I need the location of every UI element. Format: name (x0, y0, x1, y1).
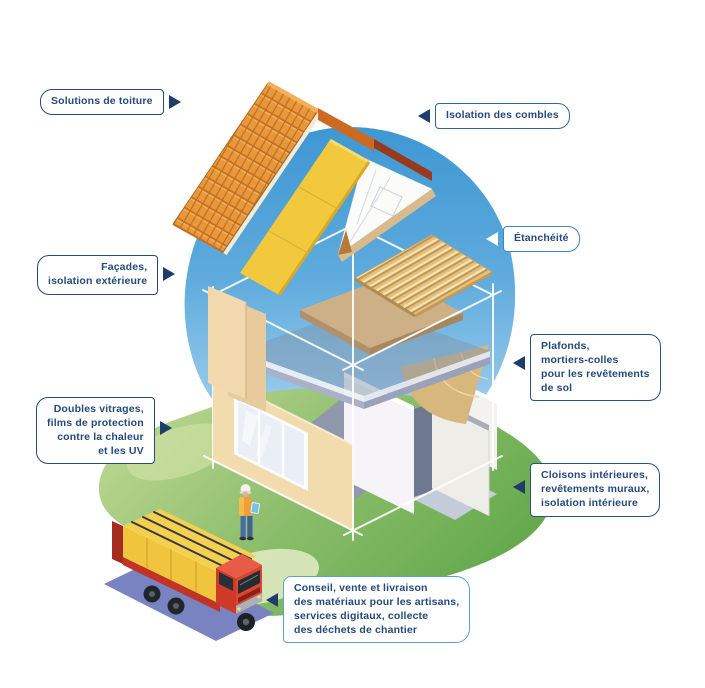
window (234, 396, 308, 491)
house-wireframe-front (203, 213, 503, 541)
facade-wall (212, 374, 354, 530)
label-conseil: Conseil, vente et livraison des matériau… (266, 576, 471, 644)
label-isolation-combles: Isolation des combles (418, 103, 570, 129)
label-box: Plafonds, mortiers-colles pour les revêt… (530, 334, 661, 402)
arrow-right-icon (163, 267, 176, 281)
label-etancheite: Étanchéité (486, 226, 580, 252)
attic-insulation-panel (240, 138, 371, 296)
label-box: Isolation des combles (435, 103, 570, 129)
arrow-left-icon (513, 356, 525, 370)
label-box: Solutions de toiture (40, 89, 164, 115)
worker (239, 484, 260, 541)
arrow-left-icon (513, 480, 525, 494)
label-solutions-toiture: Solutions de toiture (40, 89, 181, 115)
arrow-left-icon (266, 593, 278, 607)
roof-gable (337, 157, 436, 262)
label-plafonds: Plafonds, mortiers-colles pour les revêt… (513, 334, 661, 402)
label-box: Doubles vitrages, films de protection co… (36, 397, 155, 465)
label-cloisons: Cloisons intérieures, revêtements muraux… (513, 463, 661, 517)
label-doubles-vitrages: Doubles vitrages, films de protection co… (36, 397, 172, 465)
arrow-left-icon (418, 108, 430, 123)
label-box: Façades, isolation extérieure (37, 255, 159, 295)
label-facades: Façades, isolation extérieure (37, 255, 176, 295)
arrow-right-icon (159, 421, 172, 435)
label-box: Cloisons intérieures, revêtements muraux… (530, 463, 661, 517)
label-box: Conseil, vente et livraison des matériau… (283, 576, 471, 644)
label-box: Étanchéité (503, 226, 580, 252)
arrow-left-icon (486, 231, 498, 246)
arrow-right-icon (168, 94, 181, 109)
interior-partitions (277, 372, 497, 520)
tiled-roof (172, 81, 432, 256)
delivery-truck (104, 509, 274, 641)
facade-panels (208, 286, 266, 412)
waterproofing-membrane (354, 234, 493, 318)
